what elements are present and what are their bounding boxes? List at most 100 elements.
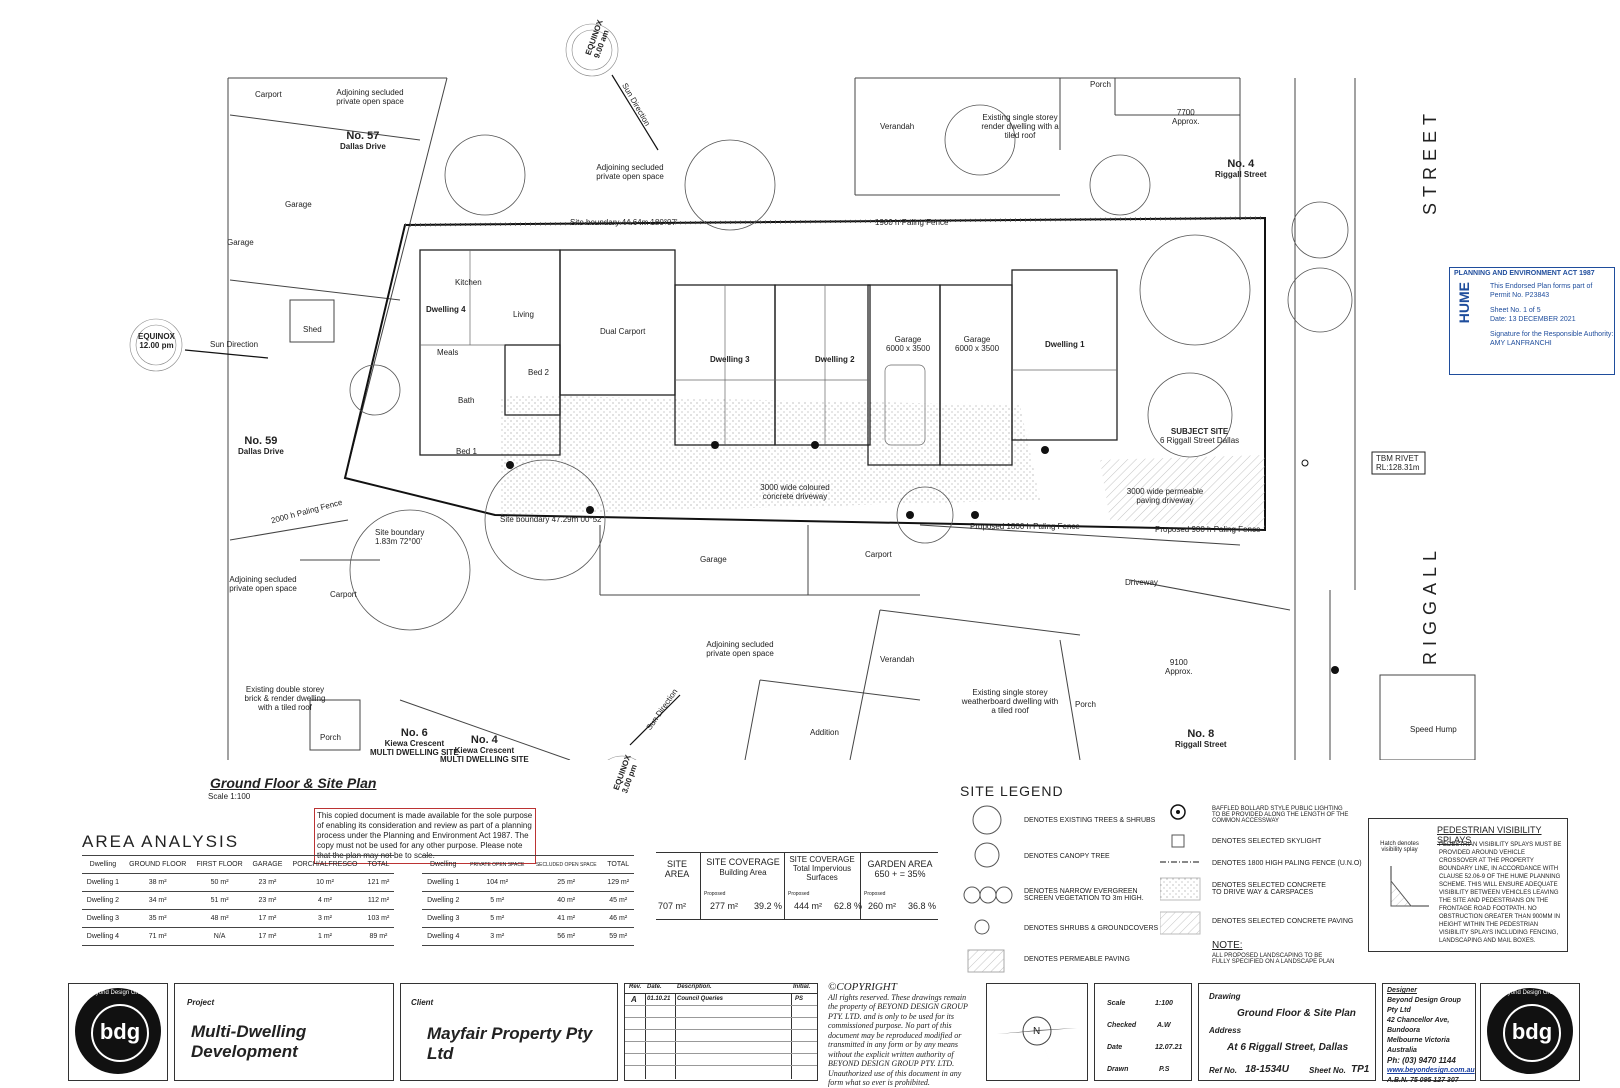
coverage-impervious-value: 444 m² [794,901,823,911]
copyright-text: All rights reserved. These drawings rema… [828,992,968,1088]
site-plan-drawing [129,23,1476,760]
sheet-label: Sheet No. [1309,1066,1346,1075]
planning-permit-stamp: PLANNING AND ENVIRONMENT ACT 1987 HUME T… [1449,267,1615,375]
permeable-driveway-label: 3000 wide permeable paving driveway [1126,487,1204,505]
bed1-label: Bed 1 [456,447,477,456]
designer-phone: Ph: (03) 9470 1144 [1387,1056,1456,1065]
drawn-label: Drawn [1107,1066,1129,1073]
legend-item: DENOTES PERMEABLE PAVING [1024,956,1130,963]
legend-symbols [963,805,1013,973]
dwelling-3-label: Dwelling 3 [710,355,750,364]
coverage-impervious-pct: 62.8 % [834,901,863,911]
hume-logo: HUME [1456,282,1472,324]
permit-line1: This Endorsed Plan forms part of [1490,283,1593,290]
splays-hatch-label: Hatch denotes visibility splay [1380,841,1419,853]
legend-item: DENOTES SHRUBS & GROUNDCOVERS [1024,925,1159,932]
living-label: Living [513,310,534,319]
legend-item: DENOTES SELECTED CONCRETE TO DRIVE WAY &… [1212,882,1326,896]
sheet-value: TP1 [1351,1064,1370,1075]
designer-website-link[interactable]: www.beyondesign.com.au [1387,1067,1475,1074]
col-header: PRIVATE OPEN SPACE [464,855,530,874]
client-label: Client [411,998,434,1007]
site-area-label: SITE AREA [664,859,690,879]
dual-carport-label: Dual Carport [600,327,646,336]
bed2-label: Bed 2 [528,368,549,377]
concrete-driveway-label: 3000 wide coloured concrete driveway [760,483,830,501]
checked-label: Checked [1107,1022,1137,1029]
fence-label: 1900 h Paling Fence [875,218,949,227]
project-box: Project Multi-Dwelling Development [174,983,394,1081]
project-label: Project [187,998,215,1007]
splays-text: PEDESTRIAN VISIBILITY SPLAYS MUST BE PRO… [1439,842,1562,944]
legend-item: DENOTES SELECTED SKYLIGHT [1212,838,1322,845]
bdg-logo: bdg Beyond Design Group [75,988,161,1074]
designer-abn: A.B.N. 75 095 127 307 [1387,1077,1459,1084]
col-header: GARAGE [247,855,288,874]
col-header: TOTAL [362,855,394,874]
address-value: At 6 Riggall Street, Dallas [1227,1042,1349,1053]
svg-text:N: N [1033,1026,1040,1037]
site-boundary-label: Site boundary 1.83m 72°00' [375,528,425,546]
addition-label: Addition [810,728,839,737]
ref-value: 18-1534U [1245,1064,1289,1075]
drawing-name: Ground Floor & Site Plan [1237,1008,1356,1019]
col-header: SECLUDED OPEN SPACE [529,855,603,874]
site-legend-title: SITE LEGEND [960,783,1064,799]
designer-label: Designer [1387,987,1417,994]
logo-box-right: bdg Beyond Design Group [1480,983,1580,1081]
drawing-scale: Scale 1:100 [208,792,251,801]
drawn-value: P.S [1159,1066,1170,1073]
rev-header: Rev. [629,984,642,990]
legend-item: DENOTES 1800 HIGH PALING FENCE (U.N.O) [1212,860,1362,867]
street-label: STREET [1420,107,1440,215]
adjoining-pos-label: Adjoining secluded private open space [229,575,297,593]
carport-label: Carport [330,590,357,599]
revision-box: Rev. Date. Description. Initial. A 01.10… [624,983,818,1081]
splays-title: PEDESTRIAN VISIBILITY SPLAYS [1437,825,1542,845]
col-header: PORCH/ALFRESCO [287,855,363,874]
legend-symbols-right [1160,804,1201,935]
drawing-info-box: Drawing Ground Floor & Site Plan Address… [1198,983,1376,1081]
porch-label: Porch [1075,700,1096,709]
carport-label: Carport [865,550,892,559]
col-header: Dwelling [422,855,465,874]
dwelling-1-label: Dwelling 1 [1045,340,1085,349]
existing-dwelling-label: Existing single storey render dwelling w… [981,113,1059,140]
col-header: TOTAL [602,855,634,874]
site-boundary-label: Site boundary 44.64m 180°07' [570,218,678,227]
legend-item: BAFFLED BOLLARD STYLE PUBLIC LIGHTING TO… [1212,806,1349,824]
legend-item: DENOTES CANOPY TREE [1024,853,1110,860]
pedestrian-splays-box: PEDESTRIAN VISIBILITY SPLAYS Hatch denot… [1368,818,1568,952]
driveway-label: Driveway [1125,578,1158,587]
logo-box-left: bdg Beyond Design Group [68,983,168,1081]
site-boundary-label: Site boundary 47.29m 00°52' [500,515,604,524]
garage-label: Garage [227,238,254,247]
scale-label: Scale [1107,1000,1126,1007]
legend-item: DENOTES NARROW EVERGREEN SCREEN VEGETATI… [1024,888,1144,902]
permit-line2: Permit No. P23843 [1490,292,1550,299]
rev-header: Date. [647,984,662,990]
permit-signatory: AMY LANFRANCHI [1490,340,1552,347]
dwelling-2-label: Dwelling 2 [815,355,855,364]
address-label: Address [1209,1026,1242,1035]
adjoining-pos-label: Adjoining secluded private open space [336,88,404,106]
dwelling-4-label: Dwelling 4 [426,305,466,314]
legend-item: DENOTES SELECTED CONCRETE PAVING [1212,918,1354,925]
date-label: Date [1107,1044,1123,1051]
proposed-label: Proposed [704,891,726,897]
col-header: GROUND FLOOR [123,855,192,874]
